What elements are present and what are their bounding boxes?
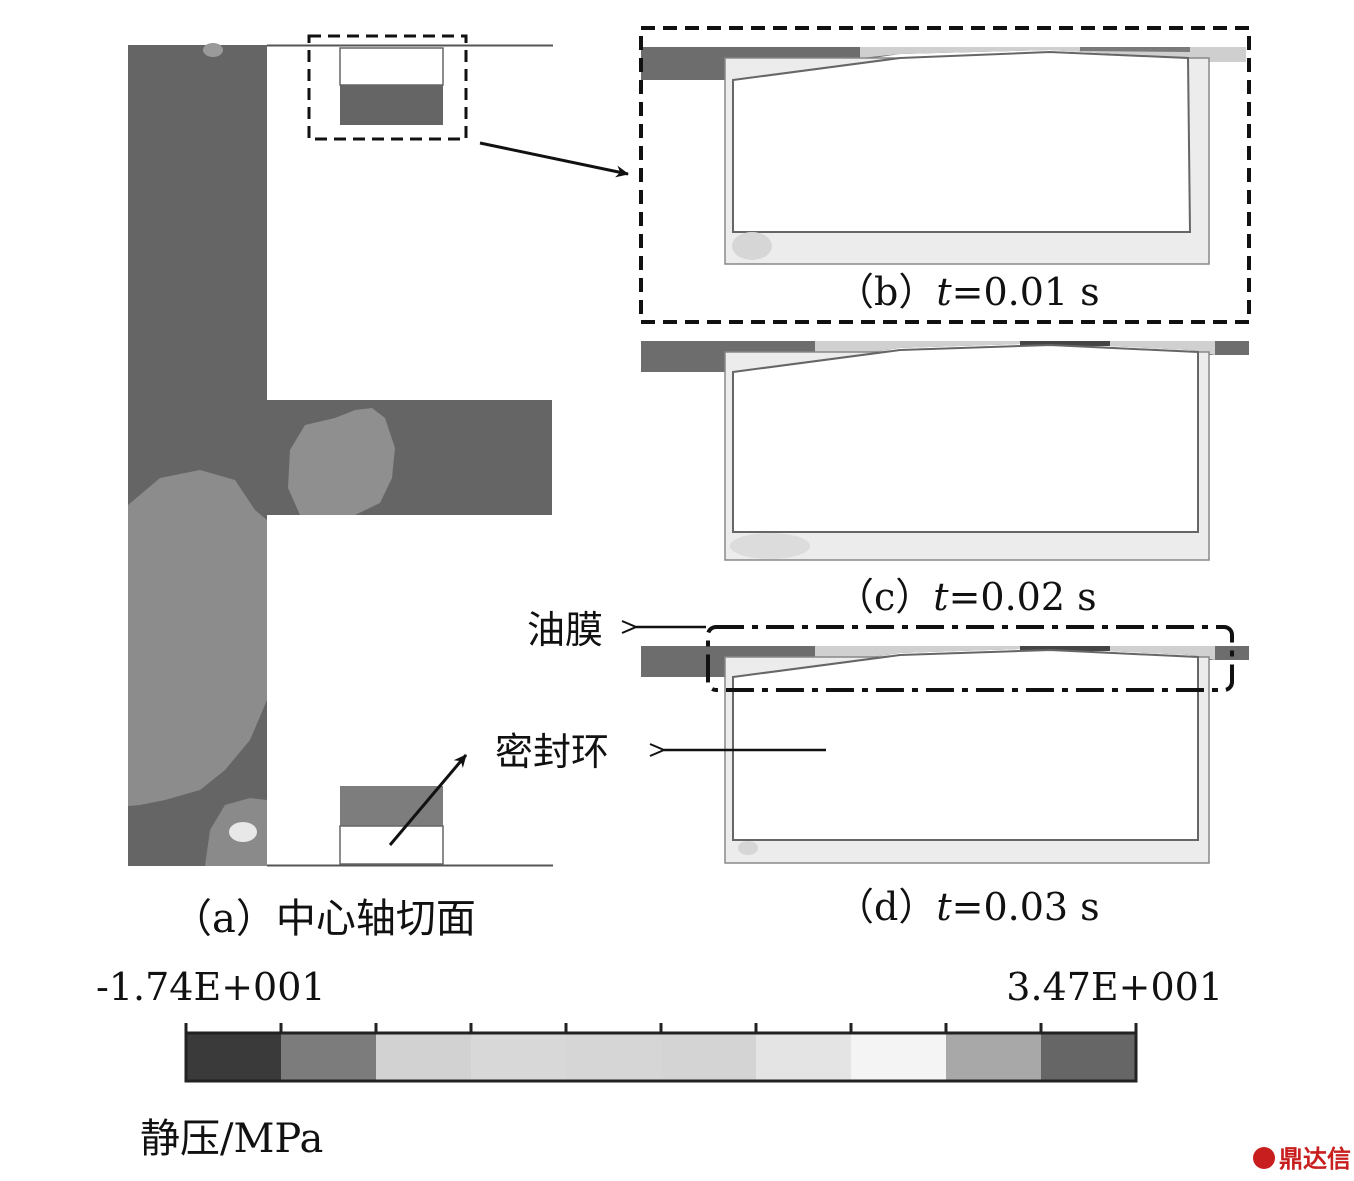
colorbar-title: 静压/MPa bbox=[140, 1116, 323, 1162]
colorbar-ticks bbox=[184, 1023, 1138, 1033]
watermark: 鼎达信 bbox=[1253, 1145, 1351, 1173]
panel-d-label: （d）t=0.03 s bbox=[836, 885, 1100, 929]
colorbar-level-4 bbox=[471, 1033, 567, 1081]
upper-seal-ring bbox=[339, 47, 444, 86]
seal-ring-inner-b bbox=[732, 50, 1192, 233]
oil-film-c-light bbox=[815, 341, 1215, 360]
seal-ring-inner-c bbox=[732, 343, 1199, 533]
panel-c: （c）t=0.02 s bbox=[641, 341, 1249, 619]
pressure-spot-bottom bbox=[229, 822, 257, 842]
watermark-text: 鼎达信 bbox=[1279, 1145, 1351, 1173]
pressure-region-lower bbox=[128, 470, 267, 806]
seal-ring-shade-d bbox=[738, 841, 758, 855]
seal-ring-shade-b bbox=[732, 232, 772, 260]
panel-b-label: （b）t=0.01 s bbox=[836, 270, 1100, 314]
panel-b: （b）t=0.01 s bbox=[639, 26, 1251, 324]
colorbar-level-5 bbox=[566, 1033, 662, 1081]
lower-oil-film bbox=[340, 786, 443, 826]
oil-film-label: 油膜 bbox=[527, 608, 603, 652]
oil-film-b-mid bbox=[1080, 47, 1190, 52]
colorbar: -1.74E+001 3.47E+001 静压/MPa bbox=[96, 965, 1223, 1162]
oil-film-b bbox=[641, 47, 1246, 80]
zoom-box-upper bbox=[307, 34, 468, 141]
pressure-region-arm bbox=[288, 408, 395, 515]
pressure-spot-top bbox=[203, 43, 223, 57]
upper-oil-film bbox=[340, 85, 443, 125]
panel-a-section bbox=[128, 34, 553, 867]
colorbar-level-9 bbox=[946, 1033, 1042, 1081]
seal-ring-inner-d bbox=[732, 648, 1199, 841]
oil-film-highlight-box bbox=[706, 625, 1234, 692]
panel-d: （d）t=0.03 s bbox=[641, 625, 1249, 929]
colorbar-min-label: -1.74E+001 bbox=[96, 965, 326, 1009]
panel-a-label: （a）中心轴切面 bbox=[172, 896, 476, 942]
colorbar-max-label: 3.47E+001 bbox=[1006, 965, 1223, 1009]
colorbar-level-8 bbox=[851, 1033, 947, 1081]
colorbar-level-3 bbox=[376, 1033, 472, 1081]
zoom-arrow bbox=[479, 141, 629, 178]
seal-pointer-arrow-a bbox=[388, 754, 468, 846]
watermark-logo-icon bbox=[1253, 1147, 1275, 1169]
colorbar-cells bbox=[186, 1033, 1137, 1081]
panel-c-label: （c）t=0.02 s bbox=[836, 575, 1097, 619]
colorbar-level-7 bbox=[756, 1033, 852, 1081]
seal-ring-shade-c bbox=[730, 533, 810, 559]
colorbar-level-6 bbox=[661, 1033, 757, 1081]
zoom-box-b bbox=[639, 26, 1251, 324]
colorbar-level-10 bbox=[1041, 1033, 1137, 1081]
oil-film-d-light bbox=[815, 646, 1215, 665]
oil-film-c bbox=[641, 341, 1249, 372]
seal-ring-label: 密封环 bbox=[495, 730, 609, 774]
colorbar-level-2 bbox=[281, 1033, 377, 1081]
colorbar-level-1 bbox=[186, 1033, 282, 1081]
oil-film-d bbox=[641, 646, 1249, 677]
